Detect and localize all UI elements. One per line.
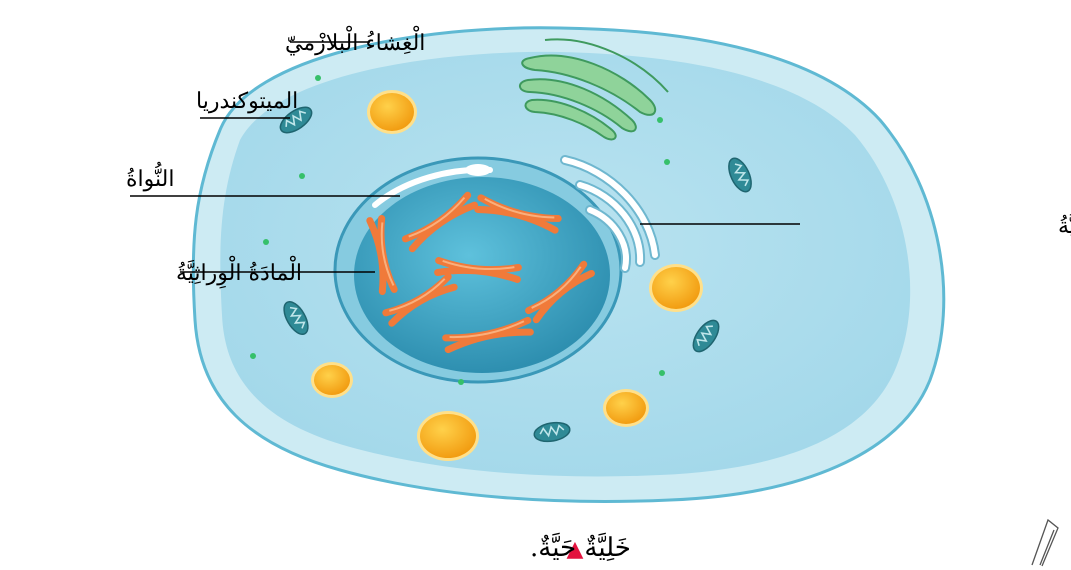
- ribosome-dot: [659, 370, 665, 376]
- vesicle-core: [314, 365, 350, 395]
- ribosome-dot: [299, 173, 305, 179]
- label-nucleus: النُّواةُ: [126, 162, 174, 192]
- ribosome-dot: [664, 159, 670, 165]
- ribosome-dot: [263, 239, 269, 245]
- nucleus-pore: [465, 164, 491, 176]
- label-endoplasmic-reticulum: الشَّبَكَةُ الْإِنْدوبلازْمِيَّةُ: [1058, 208, 1071, 243]
- vesicle-core: [652, 267, 700, 309]
- ribosome-dot: [250, 353, 256, 359]
- ribosome-dot: [315, 75, 321, 81]
- label-genetic-material: الْمادَةُ الْوِراثِيَّةُ: [176, 255, 302, 289]
- label-plasma-membrane: الْغِشاءُ الْبلازْميّ: [285, 25, 425, 56]
- vesicle-core: [606, 392, 646, 424]
- label-mitochondria: الميتوكندريا: [196, 89, 298, 114]
- ribosome-dot: [657, 117, 663, 123]
- caption-text: خَلِيَّةٌ حَيَّةٌ.: [530, 532, 631, 563]
- vesicle-core: [370, 93, 414, 131]
- vesicle-core: [420, 414, 476, 458]
- ribosome-dot: [458, 379, 464, 385]
- corner-mark: [1032, 520, 1058, 566]
